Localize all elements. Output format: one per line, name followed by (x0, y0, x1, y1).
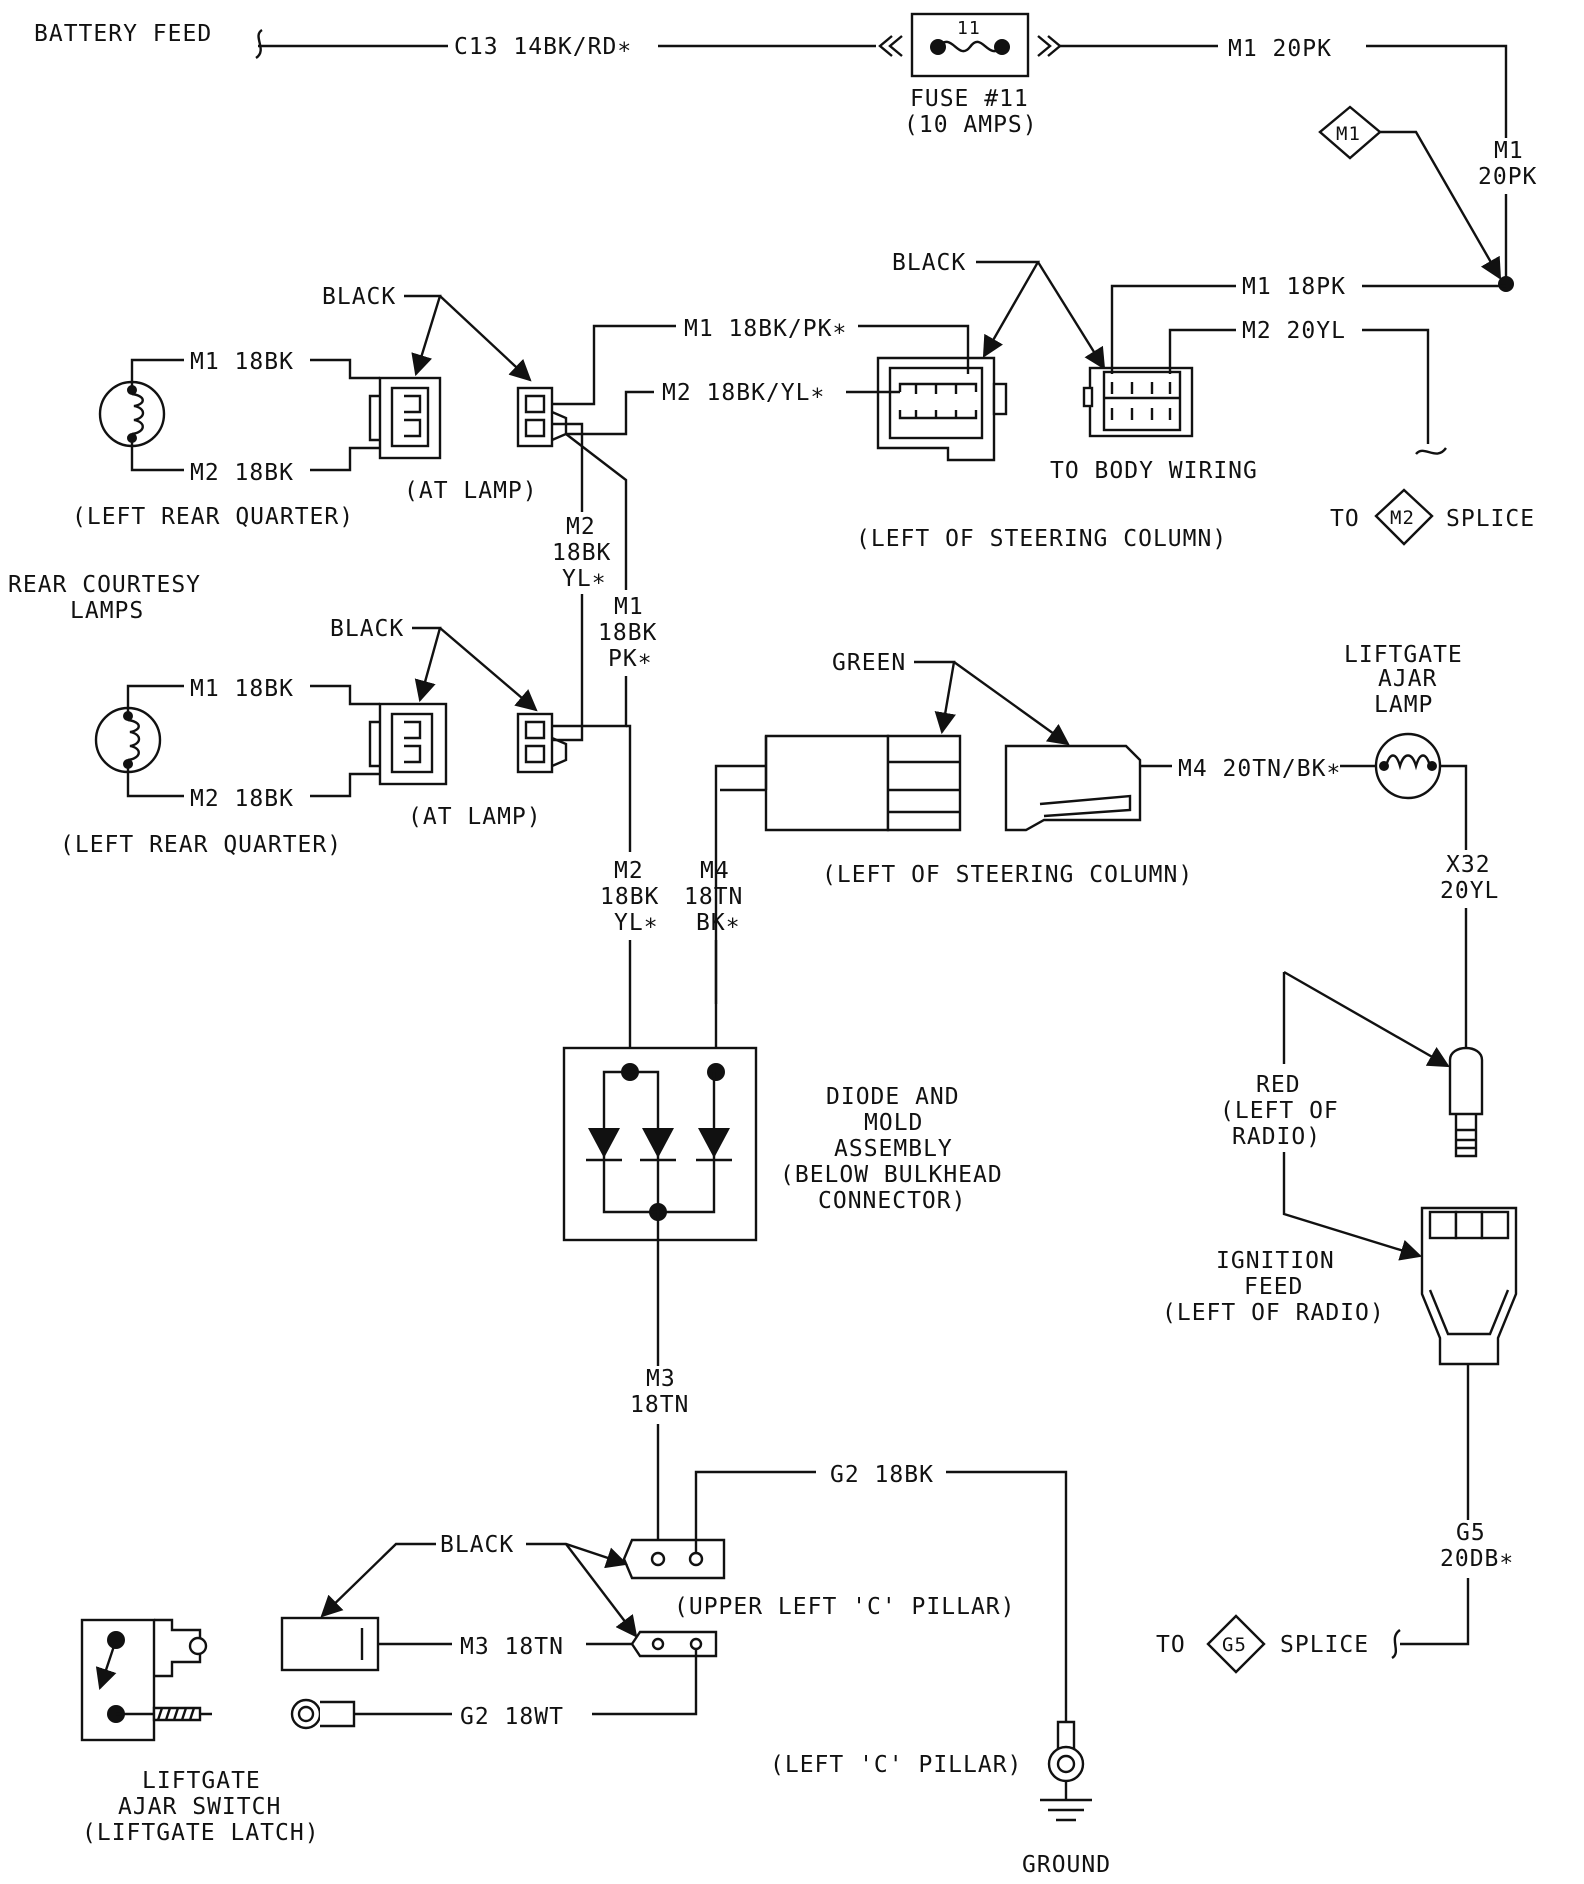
g2-18wt-wire: G2 18WT (460, 1704, 564, 1730)
ignition-feed-connector: IGNITION FEED (LEFT OF RADIO) G5 20DB∗ (1162, 1206, 1518, 1660)
steering-column-location: (LEFT OF STEERING COLUMN) (856, 526, 1227, 552)
rear-courtesy-label-1: REAR COURTESY (8, 572, 201, 598)
red-conn-l1: RED (1256, 1072, 1301, 1098)
wire-m2-20yl: M2 20YL (1242, 318, 1346, 344)
wire-m2-18bk-yl: M2 18BK/YL∗ (662, 380, 825, 406)
green-conn-color: GREEN (832, 650, 906, 676)
m1-feed: M1 20PK M1 20PK M1 (1037, 35, 1537, 292)
ignition-l2: FEED (1244, 1274, 1303, 1300)
lower-lamp-location: (LEFT REAR QUARTER) (60, 832, 342, 858)
switch-l1: LIFTGATE (142, 1768, 261, 1794)
green-conn-wire: M4 20TN/BK∗ (1178, 756, 1341, 782)
lower-courtesy-lamp: M1 18BK M2 18BK BLACK (AT LAMP) (LEFT RE… (60, 616, 568, 858)
liftgate-ajar-lamp: LIFTGATE AJAR LAMP X32 20YL (1344, 642, 1499, 1040)
pillar-connectors: G2 18BK BLACK (UPPER LEFT 'C' PILLAR) G2… (280, 1462, 1068, 1730)
inter-lamp-wires: M2 18BK YL∗ M1 18BK PK∗ (552, 422, 657, 742)
mid-m2-l2: 18BK (552, 540, 611, 566)
g5-splice-label: SPLICE (1280, 1632, 1369, 1658)
fuse-11: 11 FUSE #11 (10 AMPS) (904, 12, 1038, 138)
m1-splice-label: M1 (1336, 123, 1361, 145)
left-c-pillar-label: (LEFT 'C' PILLAR) (770, 1752, 1022, 1778)
upper-lamp-m1: M1 18BK (190, 349, 294, 375)
diode-label-1: DIODE AND (826, 1084, 960, 1110)
ground-point: (LEFT 'C' PILLAR) GROUND (770, 1708, 1111, 1878)
green-connector: GREEN M4 20TN/BK∗ (LEFT OF STEERING COLU… (714, 650, 1376, 1004)
m2-splice-ref: TO M2 SPLICE (1330, 488, 1535, 546)
g5-splice-id: G5 (1222, 1634, 1247, 1656)
diode-label-2: MOLD (864, 1110, 923, 1136)
low-m4-l2: 18TN (684, 884, 743, 910)
x32-l2: 20YL (1440, 878, 1499, 904)
mid-m2-l3: YL∗ (562, 566, 607, 592)
liftgate-lamp-l2: AJAR (1378, 666, 1437, 692)
diode-label-5: CONNECTOR) (818, 1188, 966, 1214)
m1-vert-label-1: M1 (1494, 138, 1524, 164)
red-conn-l3: RADIO) (1232, 1124, 1321, 1150)
rear-courtesy-label-2: LAMPS (70, 598, 144, 624)
low-m2-l1: M2 (614, 858, 644, 884)
battery-feed: BATTERY FEED C13 14BK/RD∗ (34, 21, 903, 60)
g2-18bk-wire: G2 18BK (830, 1462, 934, 1488)
low-m4-l3: BK∗ (696, 910, 741, 936)
upper-lamp-m2: M2 18BK (190, 460, 294, 486)
lower-lamp-m1: M1 18BK (190, 676, 294, 702)
upper-lamp-at-lamp: (AT LAMP) (404, 478, 538, 504)
upper-courtesy-lamp: M1 18BK M2 18BK BLACK (AT LAMP) (LEFT RE… (72, 284, 568, 530)
g5-l2: 20DB∗ (1440, 1546, 1514, 1572)
mid-m1-l3: PK∗ (608, 646, 653, 672)
low-m2-l2: 18BK (600, 884, 659, 910)
mid-m1-l1: M1 (614, 594, 644, 620)
m3-label-1: M3 (646, 1366, 676, 1392)
upper-lamp-location: (LEFT REAR QUARTER) (72, 504, 354, 530)
low-m4-l1: M4 (700, 858, 730, 884)
m1-feed-wire-label: M1 20PK (1228, 36, 1332, 62)
m2-splice-to: TO (1330, 506, 1360, 532)
g5-splice-ref: TO G5 SPLICE (1156, 1614, 1369, 1674)
m2-splice-id: M2 (1390, 507, 1415, 529)
fuse-number: 11 (957, 18, 981, 39)
mid-m1-l2: 18BK (598, 620, 657, 646)
fuse-rating: (10 AMPS) (904, 112, 1038, 138)
switch-l2: AJAR SWITCH (118, 1794, 281, 1820)
ignition-l1: IGNITION (1216, 1248, 1335, 1274)
liftgate-lamp-l3: LAMP (1374, 692, 1433, 718)
liftgate-ajar-switch: LIFTGATE AJAR SWITCH (LIFTGATE LATCH) (80, 1618, 320, 1846)
low-m2-l3: YL∗ (614, 910, 659, 936)
m1-splice-diamond (1318, 105, 1382, 160)
m2-splice-label: SPLICE (1446, 506, 1535, 532)
ground-label: GROUND (1022, 1852, 1111, 1878)
g5-splice-to: TO (1156, 1632, 1186, 1658)
m1-vert-label-2: 20PK (1478, 164, 1537, 190)
lower-lamp-m2: M2 18BK (190, 786, 294, 812)
green-conn-location: (LEFT OF STEERING COLUMN) (822, 862, 1193, 888)
diode-assembly: DIODE AND MOLD ASSEMBLY (BELOW BULKHEAD … (562, 1046, 1003, 1366)
wire-m1-18bk-pk: M1 18BK/PK∗ (684, 316, 847, 342)
liftgate-lamp-l1: LIFTGATE (1344, 642, 1463, 668)
ignition-l3: (LEFT OF RADIO) (1162, 1300, 1385, 1326)
m3-label-2: 18TN (630, 1392, 689, 1418)
switch-l3: (LIFTGATE LATCH) (82, 1820, 320, 1846)
battery-feed-label: BATTERY FEED (34, 21, 212, 47)
m3-18tn-wire: M3 18TN (460, 1634, 564, 1660)
body-wiring-label: TO BODY WIRING (1050, 458, 1258, 484)
g5-l1: G5 (1456, 1520, 1486, 1546)
wire-m1-18pk: M1 18PK (1242, 274, 1346, 300)
mid-m2-l1: M2 (566, 514, 596, 540)
steering-conn-color: BLACK (892, 250, 966, 276)
red-connector: RED (LEFT OF RADIO) (1220, 970, 1484, 1261)
upper-lamp-black: BLACK (322, 284, 396, 310)
x32-l1: X32 (1446, 852, 1491, 878)
lower-lamp-at-lamp: (AT LAMP) (408, 804, 542, 830)
diode-label-3: ASSEMBLY (834, 1136, 953, 1162)
upper-c-pillar-label: (UPPER LEFT 'C' PILLAR) (674, 1594, 1016, 1620)
diode-input-wires: M2 18BK YL∗ M4 18TN BK∗ (600, 724, 743, 1072)
lower-lamp-black: BLACK (330, 616, 404, 642)
fuse-label: FUSE #11 (910, 86, 1029, 112)
battery-wire-label: C13 14BK/RD∗ (454, 34, 632, 60)
diode-label-4: (BELOW BULKHEAD (780, 1162, 1003, 1188)
red-conn-l2: (LEFT OF (1220, 1098, 1339, 1124)
pillar-black: BLACK (440, 1532, 514, 1558)
steering-connector-black: BLACK TO BODY WIRING (LEFT OF STEERING C… (552, 250, 1506, 552)
